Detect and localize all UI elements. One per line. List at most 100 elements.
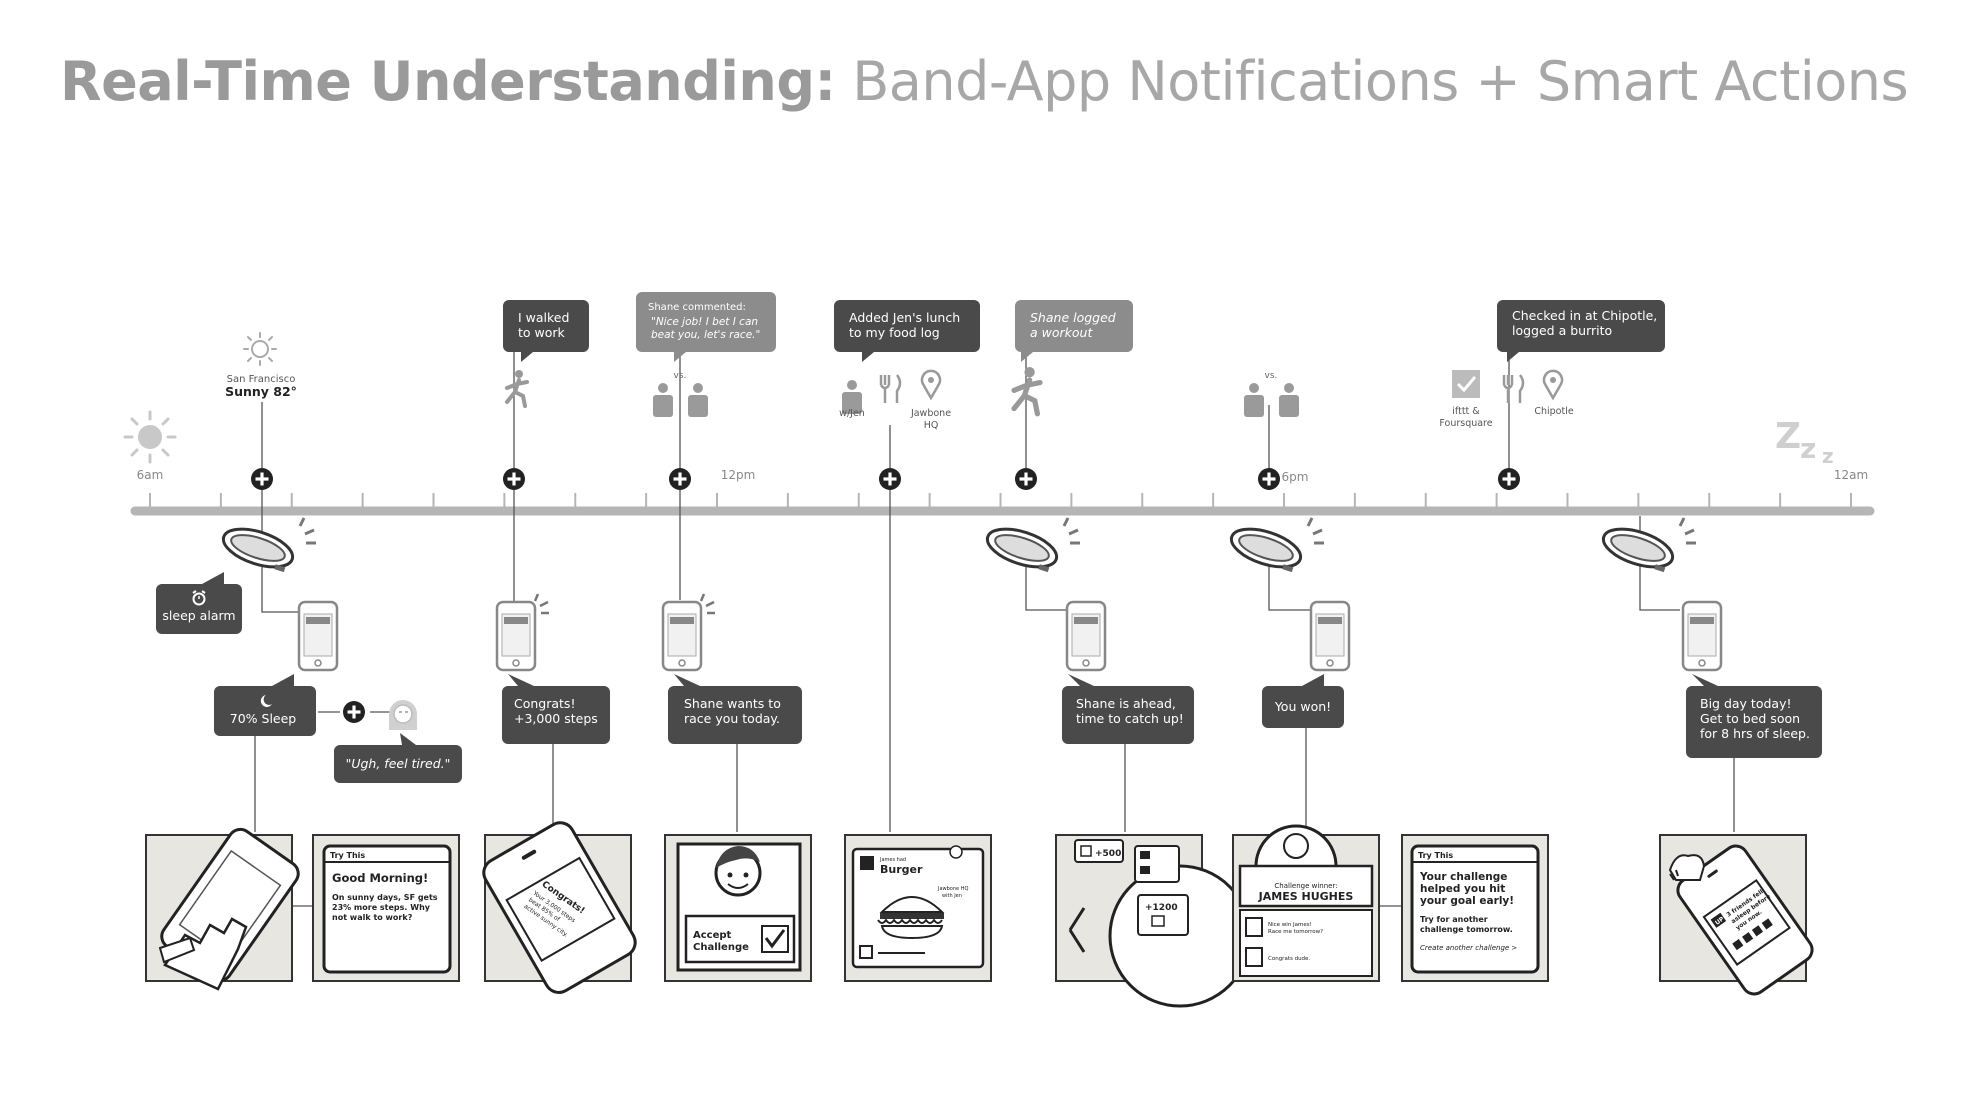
shane-commented-title: Shane commented: <box>648 302 746 313</box>
foursquare-icon <box>1452 370 1480 398</box>
bubble-sleep-alarm: sleep alarm <box>156 572 242 634</box>
label-12am: 12am <box>1834 468 1868 482</box>
event-node-6 <box>1258 468 1280 490</box>
card6-plus500: +500 <box>1095 849 1121 859</box>
card6-plus1200: +1200 <box>1145 903 1178 913</box>
label-12pm: 12pm <box>721 468 756 482</box>
band-icon-2 <box>981 516 1082 576</box>
sun-icon <box>123 410 177 464</box>
svg-text:z: z <box>1822 444 1834 468</box>
connector-lines <box>254 340 1735 907</box>
food-icon-2 <box>1502 373 1525 405</box>
tired-avatar-icon <box>389 700 417 730</box>
event-node-2 <box>503 468 525 490</box>
bubble-congrats: Congrats!+3,000 steps <box>502 674 610 744</box>
tired-quote-text: "Ugh, feel tired." <box>346 756 451 771</box>
timeline-ticks <box>149 493 1852 508</box>
person-icon-me-2 <box>1244 383 1264 417</box>
sleep-alarm-text: sleep alarm <box>162 608 235 623</box>
bubble-shane-ahead-text: Shane is ahead,time to catch up! <box>1076 696 1184 726</box>
weather-city: San Francisco <box>227 374 296 385</box>
person-icon-shane <box>688 383 708 417</box>
card7-comment2: Congrats dude. <box>1268 956 1310 962</box>
vs-label-1: vs. <box>674 371 687 381</box>
event-node-1 <box>251 468 273 490</box>
card7-winner-label: Challenge winner: <box>1274 882 1337 890</box>
sleep-zzz-icon: Z z z <box>1775 416 1834 468</box>
alarm-clock-icon <box>192 590 206 606</box>
ifttt-label: ifttt &Foursquare <box>1439 406 1492 429</box>
bubble-shane-ahead: Shane is ahead,time to catch up! <box>1062 674 1194 744</box>
label-6am: 6am <box>137 468 164 482</box>
sleep-percent-text: 70% Sleep <box>230 711 297 726</box>
card5-had: James had <box>879 857 906 863</box>
location-pin-icon-2 <box>1542 369 1564 400</box>
you-won-text: You won! <box>1274 699 1331 714</box>
card8-header: Try This <box>1418 851 1453 860</box>
weather-sun-icon <box>243 332 277 366</box>
bubble-congrats-text: Congrats!+3,000 steps <box>514 696 598 726</box>
card9-header: UP <box>1714 915 1726 926</box>
person-icon-shane-2 <box>1279 383 1299 417</box>
w-jen-label: w/Jen <box>839 408 865 419</box>
card-sleep-phone <box>145 827 300 991</box>
card2-title: Good Morning! <box>332 871 428 885</box>
runner-icon <box>505 368 529 408</box>
bubble-tired-quote: "Ugh, feel tired." <box>334 733 462 783</box>
bubble-sleep-percent: 70% Sleep <box>214 674 316 736</box>
card-good-morning: Try This Good Morning! On sunny days, SF… <box>312 834 460 982</box>
phone-icon-5 <box>1309 600 1351 672</box>
bubble-you-won: You won! <box>1262 674 1344 728</box>
phone-icon-3 <box>661 593 715 672</box>
card7-comment1: Nice win James!Race me tomorrow? <box>1268 922 1323 935</box>
phone-icon-2 <box>495 593 549 672</box>
event-node-tired <box>343 701 365 723</box>
title-rest: Band-App Notifications + Smart Actions <box>852 50 1909 113</box>
card5-food: Burger <box>880 863 923 876</box>
vs-label-2: vs. <box>1265 371 1278 381</box>
moon-icon <box>260 695 272 707</box>
phone-icon-4 <box>1065 600 1107 672</box>
timeline-axis <box>130 493 1875 516</box>
card-friends-asleep: UP 3 friends fellasleep beforeyou now. <box>1659 834 1814 996</box>
runner-icon-large <box>1014 367 1040 414</box>
card-congrats-phone: Congrats! Your 3,000 stepsbeat 85% ofact… <box>482 821 637 994</box>
weather-condition: Sunny 82° <box>225 384 297 399</box>
event-node-7 <box>1498 468 1520 490</box>
label-6pm: 6pm <box>1282 470 1309 484</box>
event-node-5 <box>1015 468 1037 490</box>
chipotle-label: Chipotle <box>1534 406 1574 417</box>
band-icon-4 <box>1597 516 1698 576</box>
card2-header: Try This <box>330 851 365 860</box>
bubble-chipotle: Checked in at Chipotle,logged a burrito <box>1497 300 1665 362</box>
card-challenge-winner: Challenge winner: JAMES HUGHES Nice win … <box>1232 824 1380 982</box>
timeline-event-nodes[interactable] <box>251 468 1520 723</box>
burger-icon <box>877 896 945 940</box>
bubble-chipotle-text: Checked in at Chipotle,logged a burrito <box>1512 308 1657 338</box>
phone-icon-6 <box>1681 600 1723 672</box>
band-icon-3 <box>1225 516 1326 576</box>
event-node-3 <box>669 468 691 490</box>
svg-text:z: z <box>1800 432 1816 465</box>
location-pin-icon <box>920 369 942 400</box>
title-bold: Real-Time Understanding: <box>60 50 836 113</box>
event-node-4 <box>879 468 901 490</box>
